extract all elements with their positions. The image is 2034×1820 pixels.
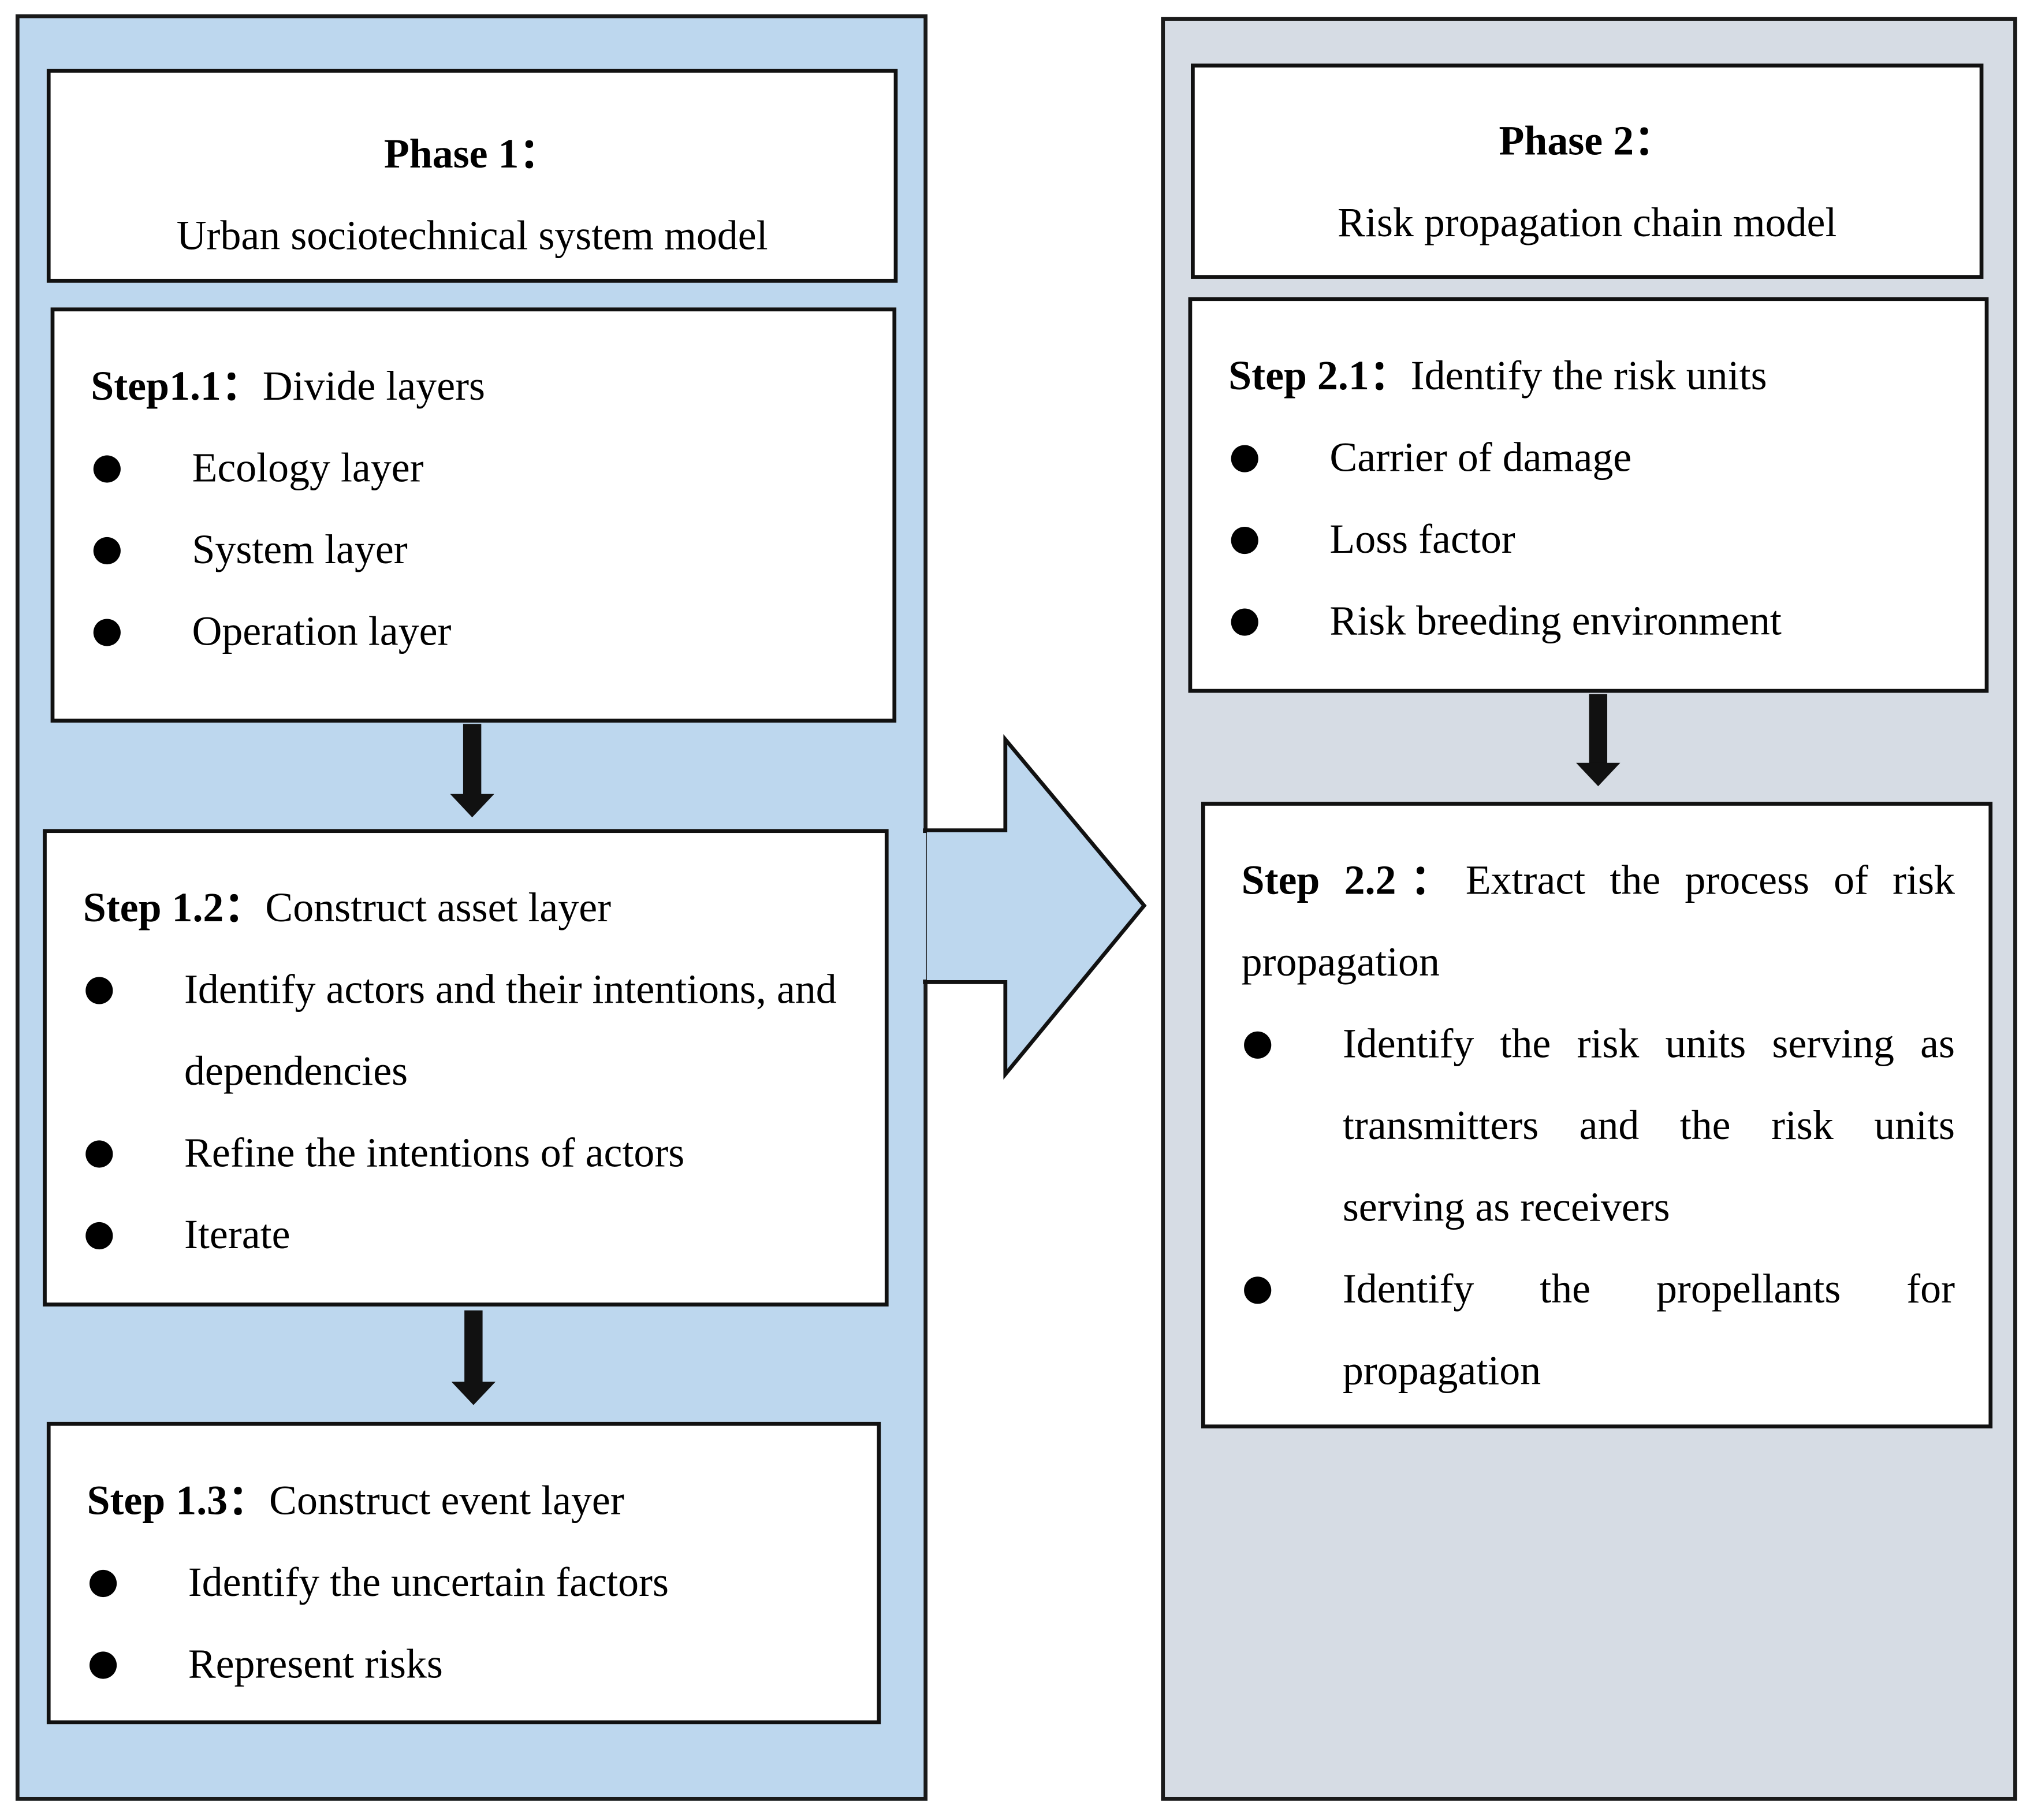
step-1-3-heading: Step 1.3：Construct event layer <box>87 1476 624 1524</box>
list-item: Carrier of damage <box>1228 416 1959 498</box>
bullet-icon <box>1244 1031 1272 1059</box>
phase2-header: Phase 2： Risk propagation chain model <box>1191 64 1984 279</box>
step-1-2-box: Step 1.2：Construct asset layer Identify … <box>43 829 889 1307</box>
list-item: Risk breeding environment <box>1228 580 1959 662</box>
bullet-icon <box>1231 445 1258 472</box>
step-1-3-box: Step 1.3：Construct event layer Identify … <box>46 1421 881 1725</box>
phase1-title: Phase 1： <box>383 129 561 177</box>
phase2-subtitle: Risk propagation chain model <box>1338 198 1837 245</box>
bullet-icon <box>85 1140 113 1168</box>
list-item: Represent risks <box>87 1623 851 1705</box>
list-item: Identify the propellants for propagation <box>1242 1248 1955 1412</box>
step-1-1-box: Step1.1：Divide layers Ecology layer Syst… <box>50 307 897 723</box>
list-item: Iterate <box>83 1194 859 1276</box>
bullet-icon <box>1244 1276 1272 1304</box>
bullet-icon <box>93 537 121 565</box>
list-item: Ecology layer <box>91 427 866 509</box>
bullet-icon <box>85 977 113 1004</box>
bullet-icon <box>93 619 121 646</box>
list-item: Identify the risk units serving as trans… <box>1242 1003 1955 1248</box>
step-1-1-heading: Step1.1：Divide layers <box>91 362 486 409</box>
step-2-1-box: Step 2.1：Identify the risk units Carrier… <box>1188 297 1989 693</box>
list-item: Operation layer <box>91 590 866 672</box>
step-2-2-box: Step 2.2：Extract the process of risk pro… <box>1201 802 1993 1429</box>
bullet-icon <box>89 1651 117 1679</box>
phase-transition-arrow <box>923 734 1147 1080</box>
list-item: Loss factor <box>1228 498 1959 580</box>
list-item: Refine the intentions of actors <box>83 1112 859 1194</box>
list-item: Identify actors and their intentions, an… <box>83 948 859 1112</box>
phase2-title: Phase 2： <box>1499 117 1675 164</box>
bullet-icon <box>1231 526 1258 554</box>
bullet-icon <box>93 455 121 483</box>
step-1-2-heading: Step 1.2：Construct asset layer <box>83 883 612 931</box>
step-2-1-heading: Step 2.1：Identify the risk units <box>1228 351 1767 399</box>
bullet-icon <box>89 1569 117 1598</box>
list-item: System layer <box>91 509 866 591</box>
phase1-header: Phase 1： Urban sociotechnical system mod… <box>46 69 898 283</box>
bullet-icon <box>85 1222 113 1250</box>
bullet-icon <box>1231 608 1258 636</box>
step-2-2-heading: Step 2.2：Extract the process of risk pro… <box>1241 856 1955 985</box>
phase1-subtitle: Urban sociotechnical system model <box>176 211 768 258</box>
list-item: Identify the uncertain factors <box>87 1541 851 1623</box>
